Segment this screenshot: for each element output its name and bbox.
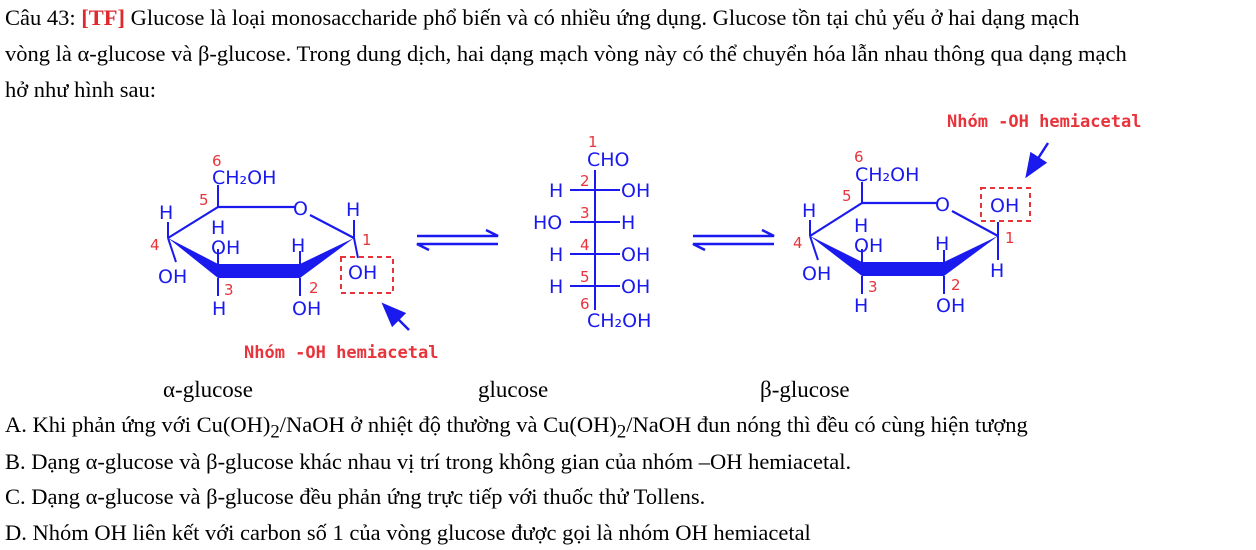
option-a-suffix: /NaOH đun nóng thì đều có cùng hiện tượn… [626,412,1028,437]
beta-c1-h: H [990,260,1004,282]
alpha-hemiacetal-box [340,256,394,294]
open-num-5: 5 [580,268,590,286]
option-a-sub2: 2 [616,421,627,443]
beta-num-4: 4 [793,234,803,252]
open-c5-oh: OH [621,276,650,298]
beta-c1-oh: OH [990,195,1019,217]
question-line-1: Câu 43: [TF] Glucose là loại monosacchar… [5,0,1255,36]
alpha-c2-oh: OH [292,298,321,320]
question-tag: [TF] [81,5,125,30]
open-c2-h: H [549,180,563,202]
option-a-sub1: 2 [270,421,280,443]
alpha-num-6: 6 [212,152,222,170]
open-c3-h: H [621,212,635,234]
alpha-num-2: 2 [309,279,319,297]
alpha-c4-h: H [159,202,173,224]
alpha-hemiacetal-label: Nhóm -OH hemiacetal [244,343,438,363]
alpha-c2-h: H [291,235,305,257]
open-c4-h: H [549,244,563,266]
open-chain-numbering: 1 2 3 4 5 6 [580,133,598,313]
question-line-3: hở như hình sau: [5,77,156,102]
option-c[interactable]: C. Dạng α-glucose và β-glucose đều phản … [5,484,706,509]
glucose-equilibrium-diagram: CH₂OH O H H OH H OH H H OH OH 6 5 4 3 2 … [150,112,1141,402]
beta-hemiacetal-box [980,187,1031,222]
beta-c4-oh: OH [802,263,831,285]
open-c2-oh: OH [621,180,650,202]
beta-num-3: 3 [868,278,878,296]
option-a-mid: /NaOH ở nhiệt độ thường và Cu(OH) [279,412,617,437]
open-c5-h: H [549,276,563,298]
open-num-4: 4 [580,236,590,254]
beta-num-6: 6 [854,148,864,166]
equilibrium-arrow-right [692,228,775,252]
beta-c2-h: H [935,233,949,255]
option-a-prefix: A. Khi phản ứng với Cu(OH) [5,412,271,437]
option-b[interactable]: B. Dạng α-glucose và β-glucose khác nhau… [5,449,852,474]
caption-open: glucose [478,377,548,402]
open-chain-glucose-structure: CHO H OH HO H H OH H OH CH₂OH [533,149,651,332]
beta-c4-h: H [802,200,816,222]
option-a[interactable]: A. Khi phản ứng với Cu(OH)2/NaOH ở nhiệt… [5,410,1255,448]
alpha-num-4: 4 [150,236,160,254]
caption-alpha: α-glucose [163,377,253,402]
caption-beta: β-glucose [760,377,850,402]
alpha-num-5: 5 [199,191,209,209]
alpha-c1-oh: OH [348,262,377,284]
beta-annotation-arrow [1025,142,1050,179]
beta-c3-h: H [854,295,868,317]
option-d[interactable]: D. Nhóm OH liên kết với carbon số 1 của … [5,520,811,545]
open-cho: CHO [587,149,630,171]
alpha-num-1: 1 [362,231,372,249]
question-line-2: vòng là α-glucose và β-glucose. Trong du… [5,41,1127,66]
beta-glucose-structure: CH₂OH O OH H H OH H OH H H OH [802,164,1019,317]
equilibrium-arrow-left [416,228,499,252]
alpha-annotation-arrow [381,302,410,331]
question-number: Câu 43: [5,5,76,30]
beta-num-1: 1 [1005,229,1015,247]
beta-ch2oh: CH₂OH [855,164,919,186]
beta-c2-oh: OH [936,295,965,317]
alpha-c5-h: H [211,217,225,239]
question-line-1-text: Glucose là loại monosaccharide phổ biến … [130,5,1080,30]
open-num-2: 2 [580,172,590,190]
alpha-ch2oh: CH₂OH [212,167,276,189]
open-ch2oh: CH₂OH [587,310,651,332]
beta-numbering: 6 5 4 3 2 1 [793,148,1015,296]
open-num-6: 6 [580,295,590,313]
beta-num-2: 2 [951,276,961,294]
open-c3-ho: HO [533,212,562,234]
alpha-c4-oh: OH [158,266,187,288]
open-num-1: 1 [588,133,598,151]
alpha-c3-h: H [212,298,226,320]
beta-c3-oh-up: OH [854,235,883,257]
diagram-captions: α-glucose glucose β-glucose [163,377,850,402]
alpha-numbering: 6 5 4 3 2 1 [150,152,372,299]
alpha-c1-h: H [346,199,360,221]
alpha-c3-oh-up: OH [211,237,240,259]
open-num-3: 3 [580,204,590,222]
beta-ring-oxygen: O [935,194,950,216]
alpha-num-3: 3 [224,281,234,299]
alpha-glucose-structure: CH₂OH O H H OH H OH H H OH OH [158,167,377,320]
open-c4-oh: OH [621,244,650,266]
beta-c5-h: H [854,215,868,237]
alpha-ring-oxygen: O [293,198,308,220]
question-text: Câu 43: [TF] Glucose là loại monosacchar… [5,0,1255,108]
beta-num-5: 5 [842,187,852,205]
beta-hemiacetal-label: Nhóm -OH hemiacetal [947,112,1141,132]
